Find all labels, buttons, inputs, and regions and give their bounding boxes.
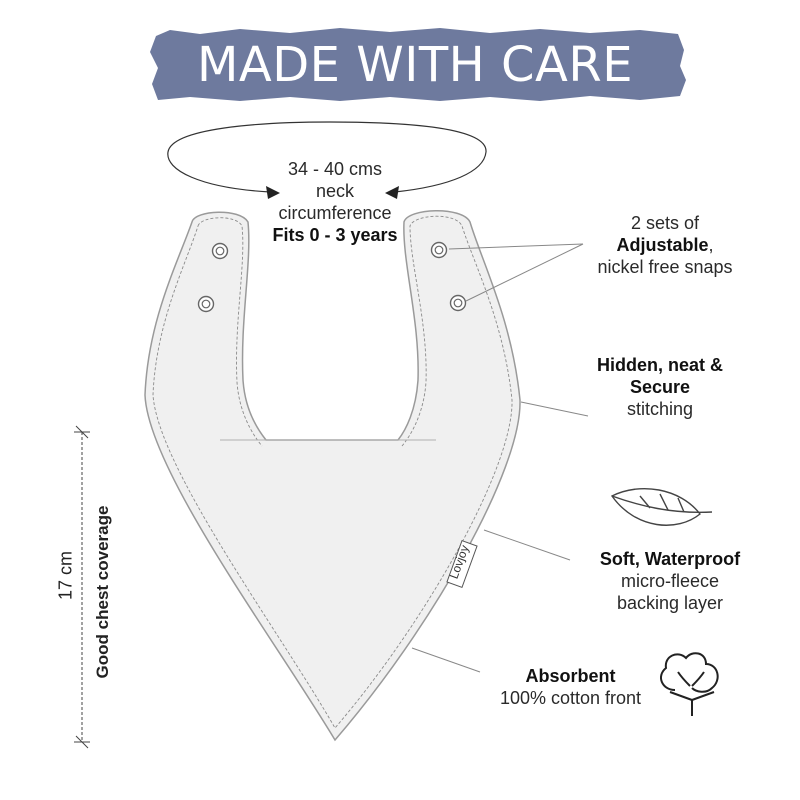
bib-outline [144,210,521,742]
banner-background [150,28,686,101]
circumference-text: circumference [278,203,392,223]
banner-title: MADE WITH CARE [196,37,634,93]
stitching-heading: Hidden, neat & [596,355,723,375]
snap-icon [211,242,229,260]
stitching-secure: Secure [629,377,691,397]
snaps-material-text: nickel free snaps [597,257,733,277]
neck-measure-text: 34 - 40 cms [287,159,383,179]
measure-line [74,425,90,749]
snap-icon [197,295,215,313]
neck-text: neck [315,181,355,201]
front-label: Absorbent 100% cotton front [478,665,663,709]
stitching-label: Hidden, neat & Secure stitching [570,354,750,420]
arrow-left-icon [266,186,280,199]
length-label: 17 cm [55,550,76,601]
age-fit-text: Fits 0 - 3 years [272,225,398,245]
coverage-label: Good chest coverage [93,505,112,679]
arrow-right-icon [385,186,399,199]
brand-tag [446,539,478,589]
backing-label: Soft, Waterproof micro-fleece backing la… [565,548,775,614]
backing-heading: Soft, Waterproof [599,549,741,569]
snaps-adjustable-text: Adjustable, [616,235,714,255]
stitching-text: stitching [626,399,694,419]
cotton-flower-icon [660,652,719,716]
snaps-count-text: 2 sets of [630,213,700,233]
backing-material: micro-fleece [620,571,720,591]
front-material: 100% cotton front [499,688,642,708]
neck-ellipse [167,121,487,193]
backing-layer: backing layer [616,593,724,613]
snap-icon [430,241,448,259]
callout-lines [411,243,589,673]
snaps-label: 2 sets of Adjustable, nickel free snaps [565,212,765,278]
front-heading: Absorbent [525,666,616,686]
bib-stitching [152,215,513,729]
neck-label: 34 - 40 cms neck circumference Fits 0 - … [245,158,425,246]
snap-icon [449,294,467,312]
leaf-icon [610,487,713,526]
